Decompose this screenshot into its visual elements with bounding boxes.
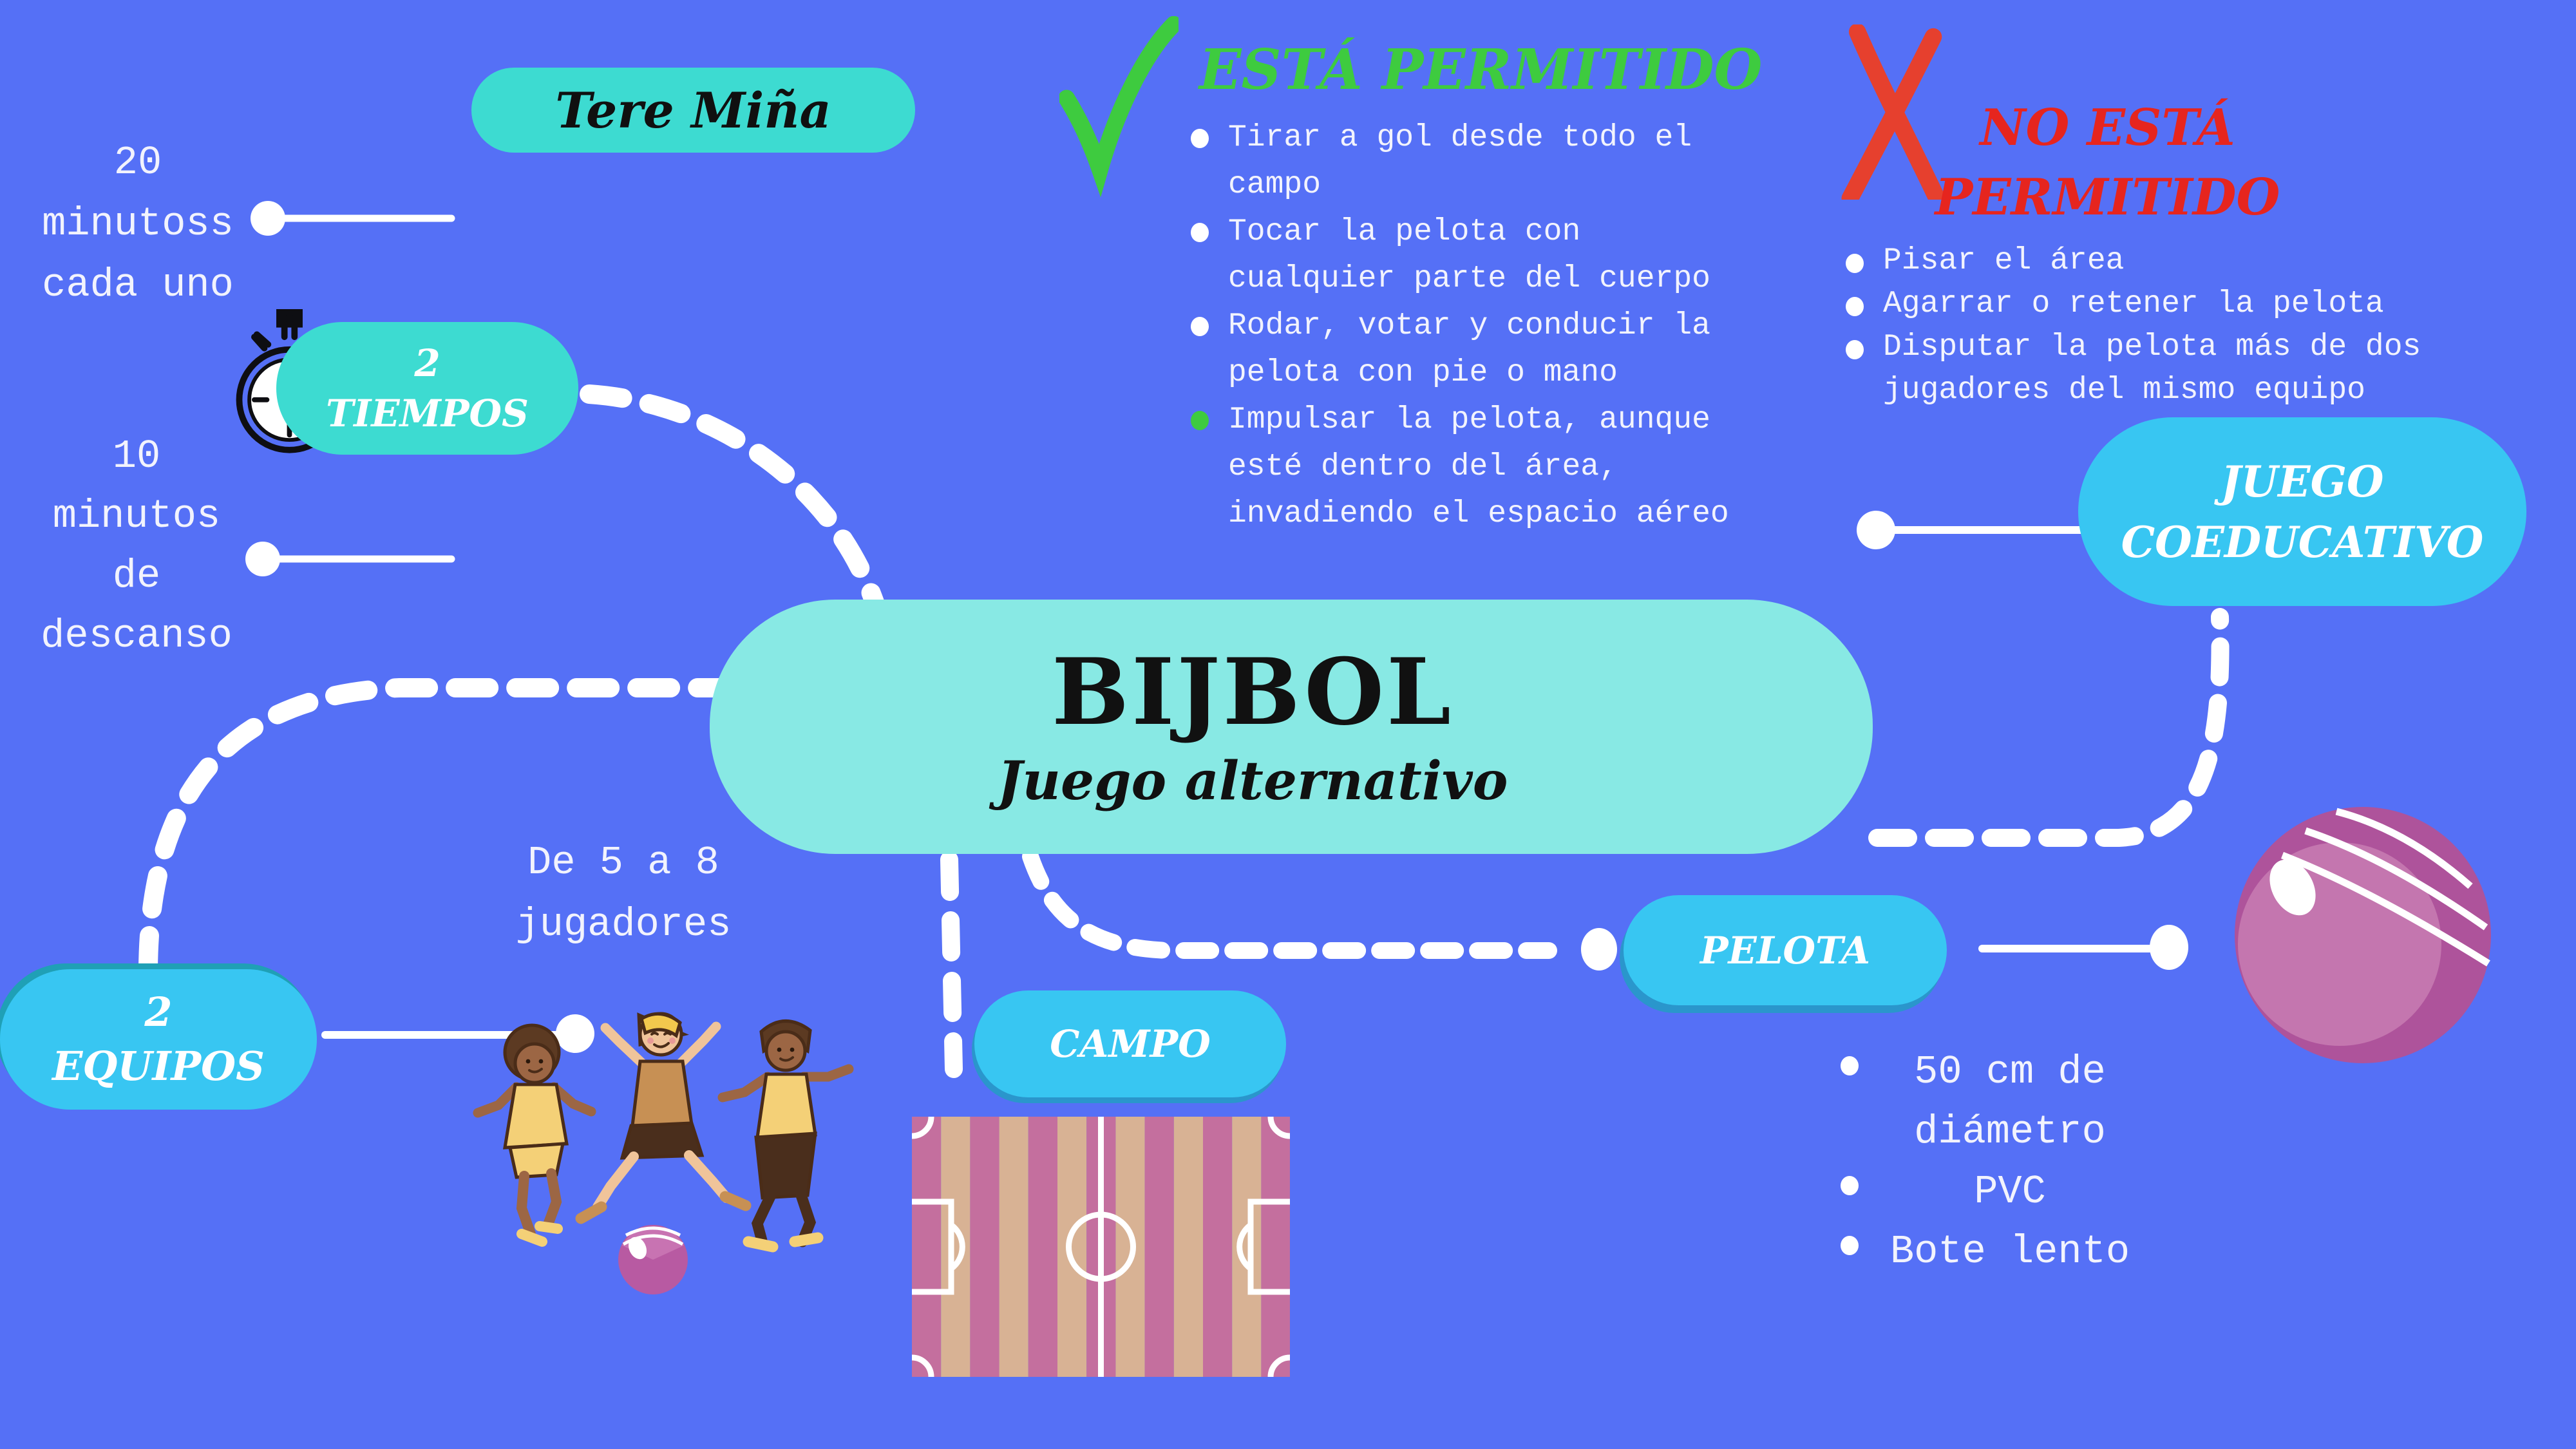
not-permitted-item: Pisar el área [1843, 240, 2423, 283]
permitted-item: Impulsar la pelota, aunque esté dentro d… [1188, 397, 1755, 538]
pelota-spec-item: 50 cm de diámetro [1838, 1042, 2142, 1162]
pelota-spec-item: Bote lento [1838, 1222, 2142, 1282]
tiempos-line1: 2 [414, 341, 440, 385]
pelota-spec-list: 50 cm de diámetro PVC Bote lento [1777, 1042, 2202, 1282]
dotted-branch-coeducativo [1868, 608, 2230, 847]
note-duracion: 20 minutoss cada uno [42, 140, 234, 308]
not-permitted-list: Pisar el área Agarrar o retener la pelot… [1843, 240, 2423, 412]
permitted-item: Tocar la pelota con cualquier parte del … [1188, 209, 1755, 303]
node-pelota[interactable]: PELOTA [1624, 895, 1947, 1005]
ball-illustration [2233, 804, 2492, 1066]
permitted-title: ESTÁ PERMITIDO [1199, 37, 1763, 102]
small-ball [618, 1225, 688, 1294]
campo-label: CAMPO [1050, 1022, 1211, 1066]
check-icon [1059, 16, 1179, 203]
permitted-item: Tirar a gol desde todo el campo [1188, 115, 1755, 209]
pelota-spec-item: PVC [1838, 1162, 2142, 1222]
not-permitted-title: NO ESTÁ PERMITIDO [1935, 99, 2280, 227]
note-descanso: 10 minutos de descanso [41, 433, 232, 659]
permitted-item: Rodar, votar y conducir la pelota con pi… [1188, 303, 1755, 397]
dot-note-tiempo1 [251, 201, 285, 236]
dot-pelota-right [2150, 925, 2188, 970]
author-pill[interactable]: Tere Miña [471, 68, 915, 153]
node-tiempos[interactable]: 2 TIEMPOS [276, 322, 578, 455]
dot-coeducativo [1857, 511, 1895, 549]
pelota-label: PELOTA [1700, 928, 1871, 972]
central-topic[interactable]: BIJBOL Juego alternativo [710, 600, 1873, 854]
tiempos-line2: TIEMPOS [326, 392, 529, 435]
node-equipos[interactable]: 2 EQUIPOS [0, 969, 317, 1110]
equipos-line2: EQUIPOS [52, 1043, 265, 1090]
kids-illustration [460, 1002, 859, 1311]
equipos-line1: 2 [144, 989, 173, 1036]
dotted-branch-pelota [1022, 848, 1557, 959]
not-permitted-item: Disputar la pelota más de dos jugadores … [1843, 326, 2423, 412]
page-title: BIJBOL [1052, 638, 1454, 746]
x-icon [1835, 24, 1958, 200]
not-permitted-item: Agarrar o retener la pelota [1843, 283, 2423, 326]
node-coeducativo[interactable]: JUEGO COEDUCATIVO [2078, 417, 2526, 606]
node-campo[interactable]: CAMPO [974, 990, 1286, 1097]
author-label: Tere Miña [555, 81, 831, 139]
dotted-branch-tiempos [580, 384, 884, 612]
permitted-list: Tirar a gol desde todo el campo Tocar la… [1188, 115, 1755, 538]
page-subtitle: Juego alternativo [997, 750, 1508, 812]
note-jugadores: De 5 a 8 jugadores [515, 840, 732, 947]
coeducativo-line2: COEDUCATIVO [2121, 516, 2484, 567]
dot-pelota-left [1581, 928, 1617, 971]
coeducativo-line1: JUEGO [2221, 456, 2384, 507]
field-illustration [912, 1117, 1290, 1377]
dotted-branch-campo [940, 851, 963, 1078]
